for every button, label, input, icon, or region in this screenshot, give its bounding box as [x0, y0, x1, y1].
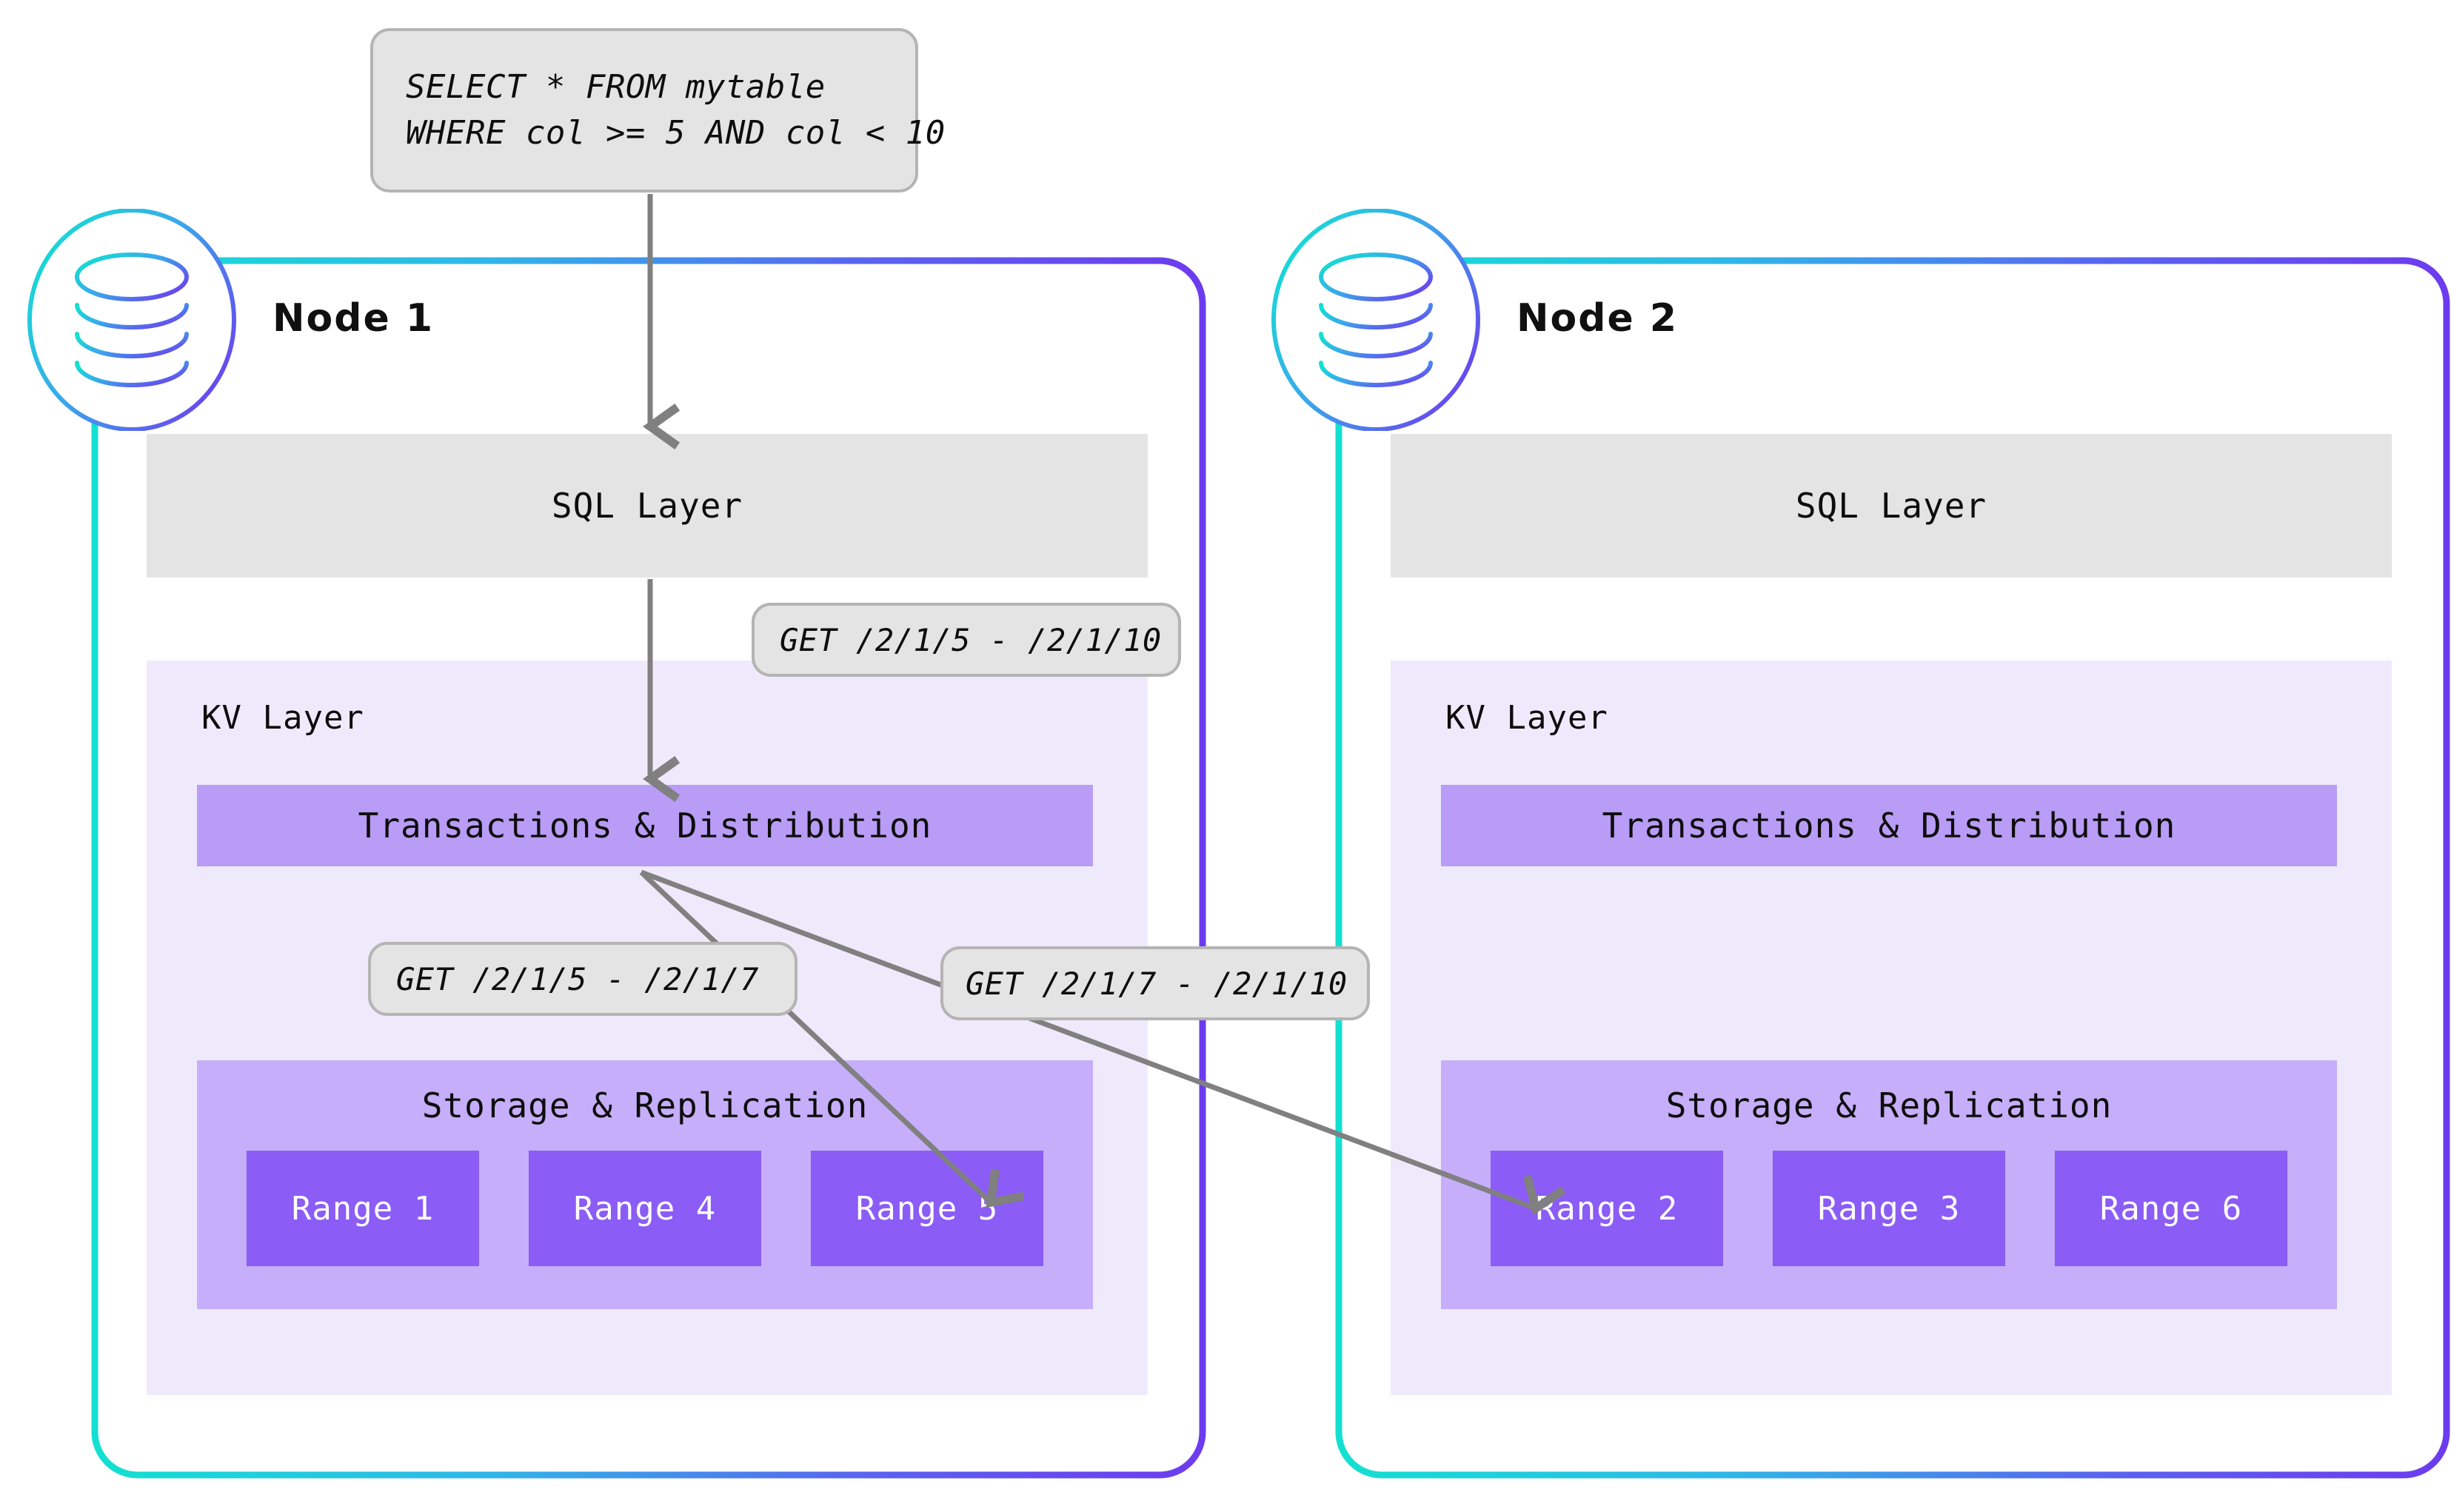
range-label: Range 3: [1817, 1189, 1961, 1228]
node-2-kv-layer-label: KV Layer: [1445, 699, 1608, 737]
node-1-kv-layer: KV Layer Transactions & Distribution Sto…: [147, 660, 1148, 1395]
node-1-transactions-band: Transactions & Distribution: [197, 785, 1093, 866]
node-1-title: Node 1: [272, 296, 435, 341]
node-2-storage-label: Storage & Replication: [1665, 1086, 2113, 1125]
node-1-sql-layer: SQL Layer: [147, 434, 1148, 578]
node-2-title: Node 2: [1517, 296, 1679, 341]
node-1-storage-panel: Storage & Replication Range 1 Range 4 Ra…: [197, 1060, 1093, 1309]
range-box[interactable]: Range 3: [1773, 1151, 2005, 1266]
get-remote-range-callout: GET /2/1/7 - /2/1/10: [940, 946, 1370, 1020]
node-2-transactions-label: Transactions & Distribution: [1602, 806, 2176, 846]
range-box[interactable]: Range 4: [529, 1151, 761, 1266]
get-full-range-label: GET /2/1/5 - /2/1/10: [780, 621, 1162, 658]
node-2-kv-layer: KV Layer Transactions & Distribution Sto…: [1391, 660, 2392, 1395]
sql-query-line-2: WHERE col >= 5 AND col < 10: [406, 114, 946, 152]
range-label: Range 5: [855, 1189, 999, 1228]
node-1-transactions-label: Transactions & Distribution: [358, 806, 932, 846]
node-1-badge: [27, 209, 236, 431]
get-local-range-callout: GET /2/1/5 - /2/1/7: [368, 942, 798, 1016]
get-local-range-label: GET /2/1/5 - /2/1/7: [396, 960, 759, 997]
node-2-range-row: Range 2 Range 3 Range 6: [1441, 1151, 2337, 1266]
range-box[interactable]: Range 1: [247, 1151, 479, 1266]
range-label: Range 6: [2099, 1189, 2243, 1228]
node-1-range-row: Range 1 Range 4 Range 5: [197, 1151, 1093, 1266]
node-1-storage-label: Storage & Replication: [421, 1086, 869, 1125]
sql-query-callout: SELECT * FROM mytable WHERE col >= 5 AND…: [370, 28, 945, 193]
range-box[interactable]: Range 5: [811, 1151, 1043, 1266]
node-2-sql-layer: SQL Layer: [1391, 434, 2392, 578]
sql-query-line-1: SELECT * FROM mytable: [406, 67, 826, 106]
badge-ring: [1271, 209, 1480, 431]
node-2-transactions-band: Transactions & Distribution: [1441, 785, 2337, 866]
range-label: Range 1: [291, 1189, 435, 1228]
get-full-range-callout: GET /2/1/5 - /2/1/10: [752, 603, 1181, 677]
range-box[interactable]: Range 6: [2055, 1151, 2287, 1266]
node-2-storage-panel: Storage & Replication Range 2 Range 3 Ra…: [1441, 1060, 2337, 1309]
node-2-sql-layer-label: SQL Layer: [1795, 486, 1987, 526]
badge-ring: [27, 209, 236, 431]
node-1-kv-layer-label: KV Layer: [201, 699, 364, 737]
range-label: Range 4: [573, 1189, 717, 1228]
range-box[interactable]: Range 2: [1491, 1151, 1723, 1266]
range-label: Range 2: [1535, 1189, 1679, 1228]
get-remote-range-label: GET /2/1/7 - /2/1/10: [966, 965, 1348, 1002]
node-2-badge: [1271, 209, 1480, 431]
node-1-sql-layer-label: SQL Layer: [551, 486, 743, 526]
